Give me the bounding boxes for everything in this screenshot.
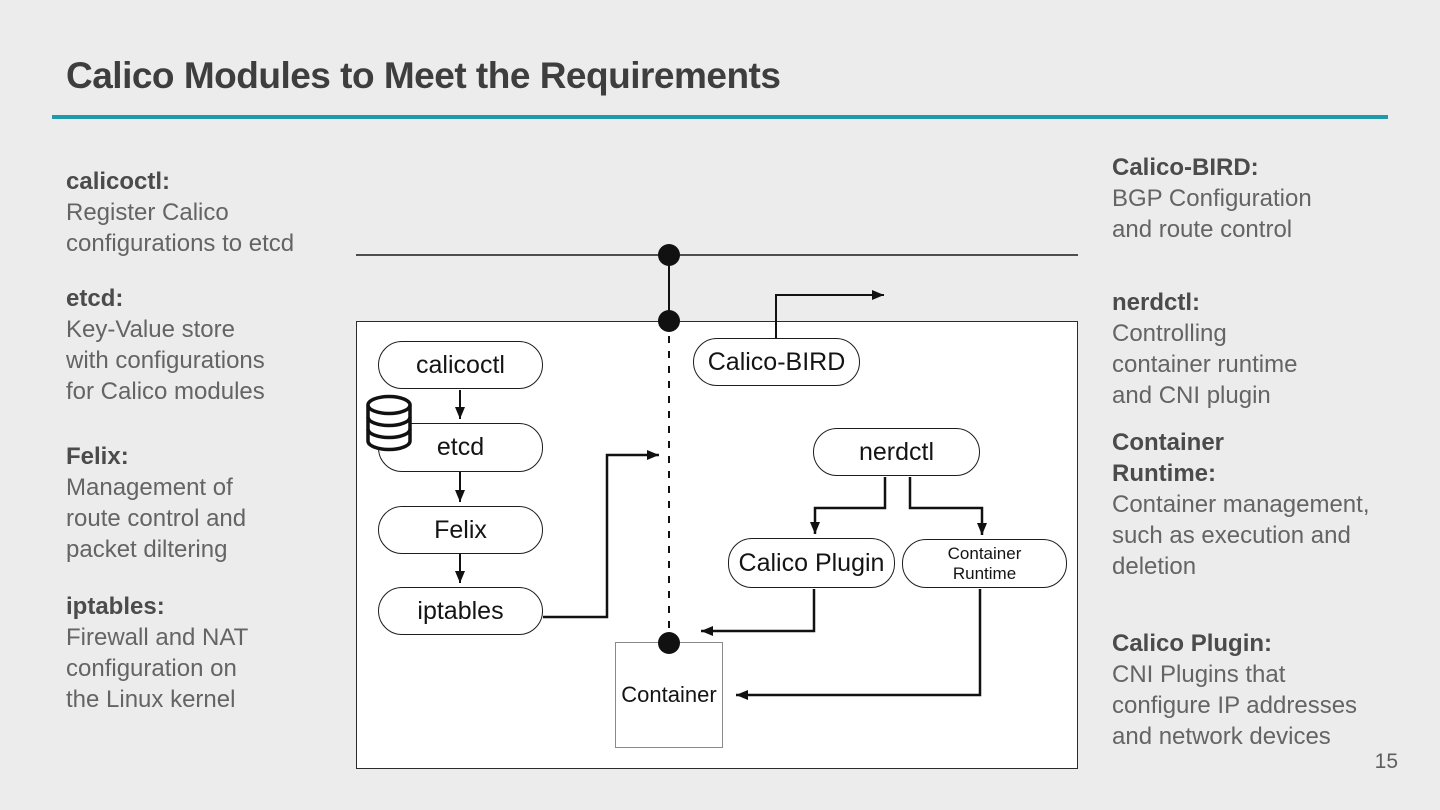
description-line: container runtime [1112, 351, 1298, 378]
node-container-runtime: Container Runtime [902, 539, 1067, 588]
node-label: calicoctl [416, 350, 505, 379]
term-label: Runtime: [1112, 460, 1216, 487]
node-label: Container [621, 682, 717, 707]
term-label: Calico Plugin: [1112, 630, 1273, 657]
description-line: route control and [66, 505, 247, 532]
left-descriptions: calicoctl: Register Calico configurations… [66, 166, 386, 715]
description-line: the Linux kernel [66, 686, 236, 713]
term-label: etcd: [66, 285, 124, 312]
term-label: Calico-BIRD: [1112, 154, 1259, 181]
node-label: etcd [436, 433, 485, 461]
description-block: nerdctl: Controlling container runtime and… [1112, 287, 1432, 411]
node-label: Calico-BIRD [707, 347, 846, 376]
bus-node-dot [658, 244, 680, 266]
node-nerdctl: nerdctl [813, 428, 980, 476]
description-block: etcd: Key-Value store with configurations… [66, 283, 386, 407]
node-etcd: etcd [378, 423, 543, 472]
description-line: and CNI plugin [1112, 382, 1271, 409]
description-line: BGP Configuration [1112, 185, 1312, 212]
node-label: iptables [417, 596, 504, 625]
description-line: configure IP addresses [1112, 692, 1358, 719]
description-block: Calico-BIRD: BGP Configuration and route … [1112, 152, 1432, 245]
node-label: nerdctl [858, 437, 935, 466]
page-title: Calico Modules to Meet the Requirements [66, 55, 781, 96]
term-label: Container [1112, 429, 1225, 456]
term-label: iptables: [66, 593, 165, 620]
description-line: Management of [66, 474, 233, 501]
node-label: Calico Plugin [738, 548, 885, 577]
node-label-line1: Container [947, 543, 1022, 563]
description-line: Container management, [1112, 491, 1370, 518]
description-line: Key-Value store [66, 316, 235, 343]
node-calico-bird: Calico-BIRD [693, 338, 860, 386]
node-felix: Felix [378, 506, 543, 554]
node-iptables: iptables [378, 587, 543, 635]
description-line: with configurations [66, 347, 265, 374]
node-calicoctl: calicoctl [378, 341, 543, 389]
description-line: configurations to etcd [66, 230, 295, 257]
description-block: iptables: Firewall and NAT configuration … [66, 591, 386, 715]
node-label: Felix [434, 515, 487, 544]
description-line: deletion [1112, 553, 1197, 580]
description-line: and network devices [1112, 723, 1331, 750]
description-line: packet diltering [66, 536, 228, 563]
description-line: Controlling [1112, 320, 1227, 347]
description-block: Felix: Management of route control and pac… [66, 441, 386, 565]
term-label: calicoctl: [66, 168, 171, 195]
title-accent-rule [52, 115, 1388, 119]
term-label: Felix: [66, 443, 129, 470]
page-number: 15 [1374, 750, 1398, 773]
right-descriptions: Calico-BIRD: BGP Configuration and route … [1112, 152, 1432, 752]
description-line: Register Calico [66, 199, 229, 226]
description-block: Calico Plugin: CNI Plugins that configure… [1112, 628, 1432, 752]
description-line: such as execution and [1112, 522, 1351, 549]
description-line: for Calico modules [66, 378, 265, 405]
description-line: Firewall and NAT [66, 624, 249, 651]
description-line: and route control [1112, 216, 1293, 243]
description-block: calicoctl: Register Calico configurations… [66, 166, 386, 259]
node-container: Container [615, 642, 723, 748]
node-label-line2: Runtime [952, 563, 1017, 583]
node-calico-plugin: Calico Plugin [728, 538, 895, 588]
description-line: CNI Plugins that [1112, 661, 1286, 688]
term-label: nerdctl: [1112, 289, 1201, 316]
description-line: configuration on [66, 655, 237, 682]
